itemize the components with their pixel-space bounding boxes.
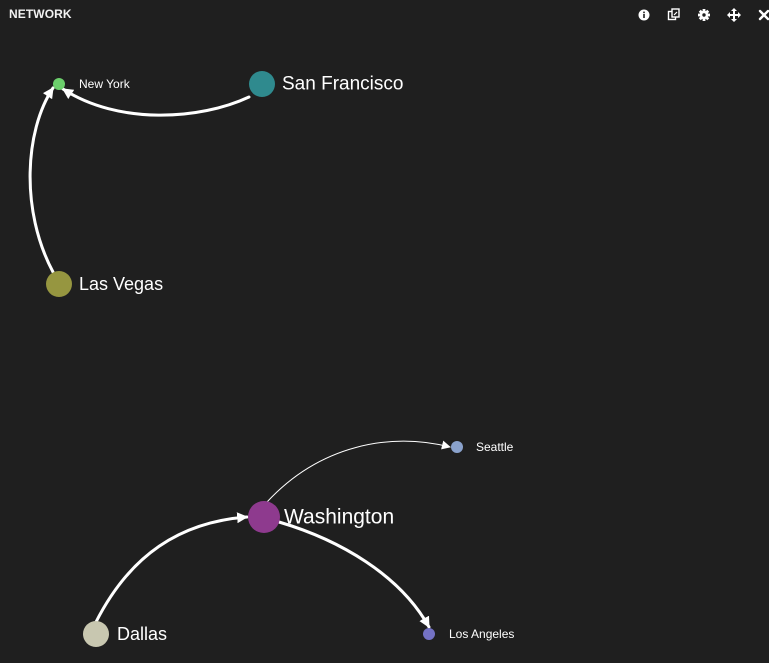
node-lv[interactable] — [46, 271, 72, 297]
node-sea[interactable] — [451, 441, 463, 453]
node-label-dal: Dallas — [117, 624, 167, 644]
edge-sf-ny — [61, 87, 251, 117]
info-icon[interactable] — [635, 6, 653, 24]
node-ny[interactable] — [53, 78, 65, 90]
node-label-lv: Las Vegas — [79, 274, 163, 294]
edge-dal-was — [94, 512, 249, 624]
node-sf[interactable] — [249, 71, 275, 97]
edge-was-la — [277, 520, 431, 629]
node-label-sea: Seattle — [476, 440, 514, 454]
node-dal[interactable] — [83, 621, 109, 647]
copy-icon[interactable] — [665, 6, 683, 24]
gear-icon[interactable] — [695, 6, 713, 24]
panel-title: NETWORK — [9, 7, 72, 21]
node-label-was: Washington — [284, 506, 394, 529]
panel-header: NETWORK — [0, 0, 769, 30]
node-label-ny: New York — [79, 77, 131, 91]
node-label-la: Los Angeles — [449, 627, 514, 641]
node-la[interactable] — [423, 628, 435, 640]
edge-lv-ny — [28, 86, 55, 274]
move-icon[interactable] — [725, 6, 743, 24]
close-icon[interactable] — [755, 6, 769, 24]
edge-was-sea — [266, 440, 451, 503]
node-label-sf: San Francisco — [282, 74, 403, 95]
node-was[interactable] — [248, 501, 280, 533]
